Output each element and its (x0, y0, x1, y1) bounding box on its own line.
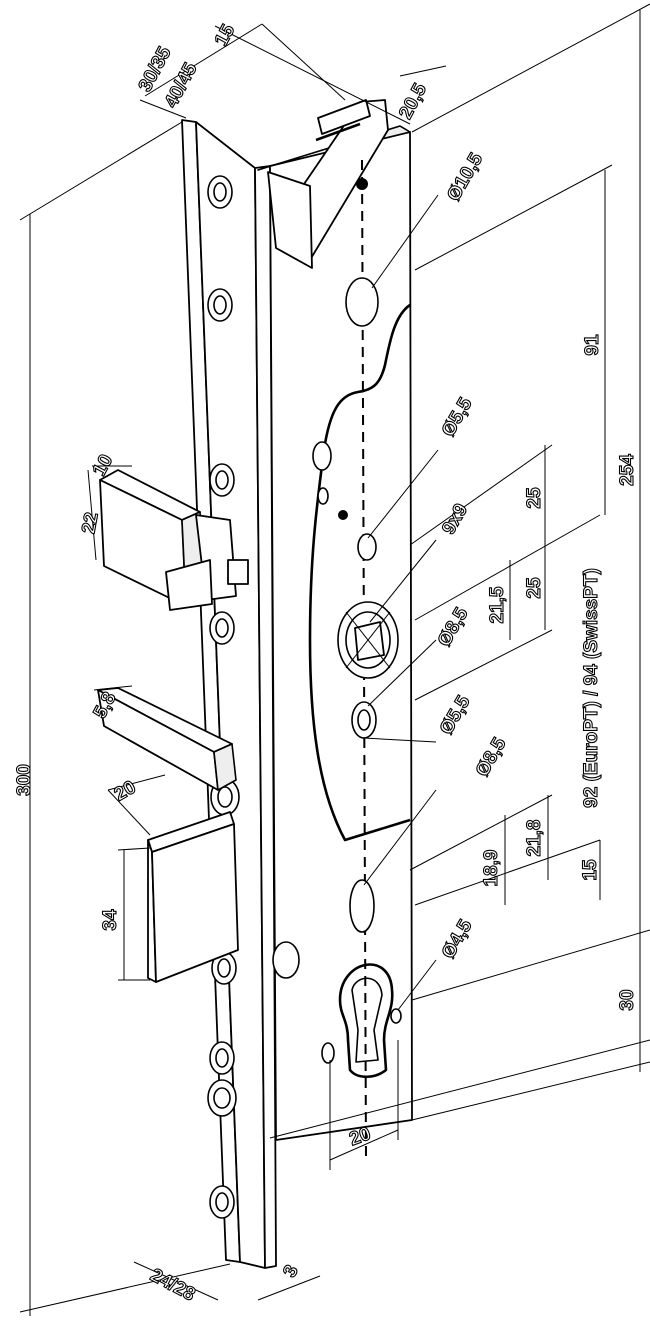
dim-d: 21,8 (524, 820, 545, 857)
label-hole-c: Ø8,5 (434, 604, 473, 651)
dim-bolt-projection: 20 (111, 777, 140, 806)
dim-total-height: 300 (14, 764, 35, 796)
label-square: 9x9 (438, 500, 472, 538)
label-hole-a: Ø10,5 (443, 149, 487, 205)
dim-e: 18,9 (481, 850, 502, 887)
dimension-lines (19, 3, 650, 1316)
deadbolt-upper-hook (97, 687, 237, 791)
hole-upper (345, 277, 379, 327)
dim-bottom-offset: 30 (617, 989, 638, 1010)
latch (99, 469, 249, 611)
hole-55-upper (357, 533, 377, 561)
dim-a: 25 (524, 487, 545, 509)
label-hole-f: Ø4,5 (438, 916, 477, 963)
dim-faceplate-width: 24/28 (147, 1265, 199, 1306)
dim-handle-to-top: 91 (582, 334, 603, 356)
label-hole-d: Ø5,5 (436, 692, 475, 739)
faceplate-screw-holes (207, 175, 240, 1219)
dim-lock-case-height: 254 (617, 454, 638, 486)
faceplate (181, 119, 277, 1269)
label-hole-e: Ø8,5 (472, 734, 511, 781)
dim-latch-width: 22 (78, 511, 102, 535)
dim-b: 25 (524, 577, 545, 599)
dim-faceplate-depth: 15 (211, 21, 240, 50)
label-hole-b: Ø5,5 (438, 394, 477, 441)
lock-case (257, 99, 413, 1161)
dim-centre-distance: 92 (EuroPT) / 94 (SwissPT) (581, 568, 602, 808)
dim-bolt-height: 34 (100, 909, 121, 931)
square-follower (337, 601, 399, 679)
dim-f: 15 (580, 859, 601, 881)
dim-case-depth: 20,5 (395, 80, 431, 123)
hole-lower (349, 879, 375, 933)
cylinder-cutout (338, 963, 394, 1079)
dim-c: 21,5 (487, 586, 508, 623)
deadbolt (147, 811, 239, 983)
dim-faceplate-thickness: 3 (279, 1262, 303, 1281)
